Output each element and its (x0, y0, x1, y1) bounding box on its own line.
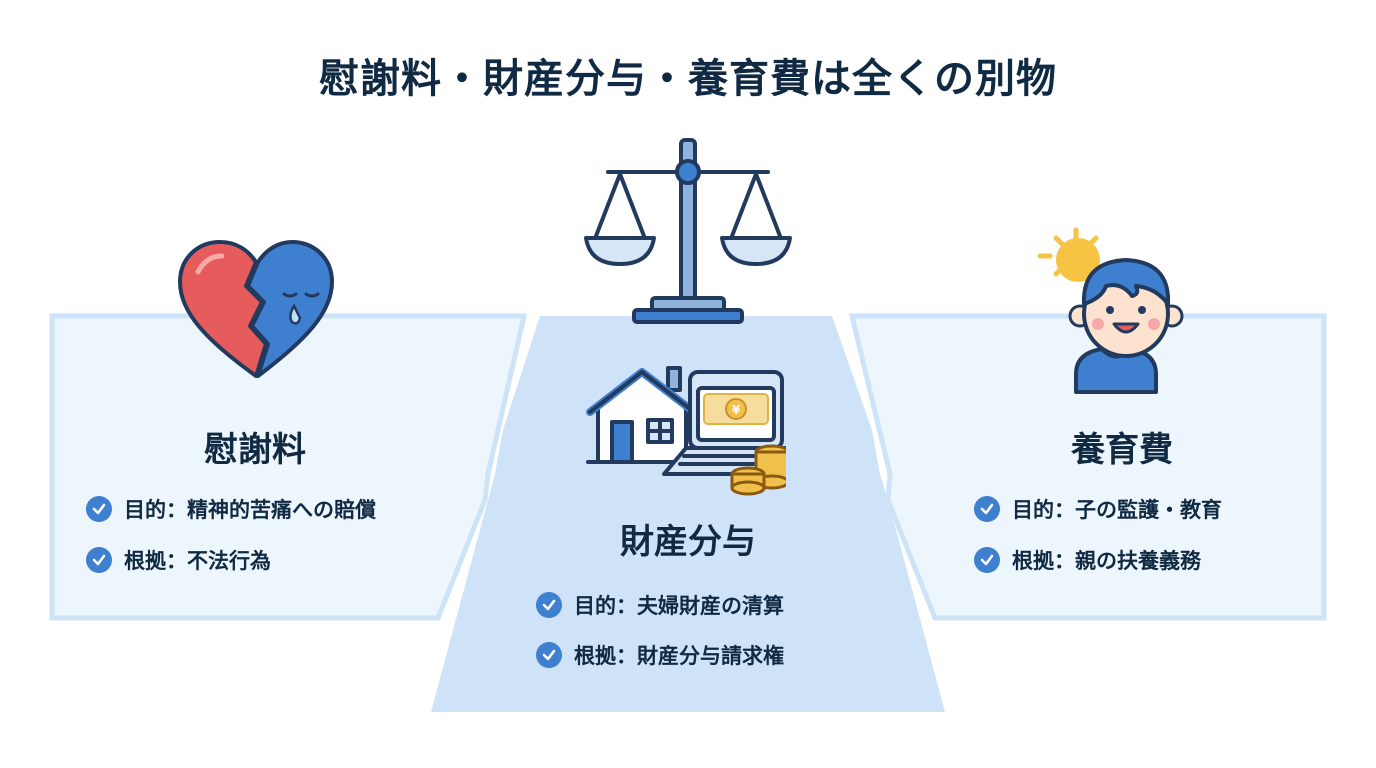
left-panel-title: 慰謝料 (204, 430, 306, 470)
center-panel-title: 財産分与 (620, 522, 756, 562)
left-panel (49, 313, 528, 621)
center-item-basis: 根拠：財産分与請求権 (536, 640, 784, 670)
check-icon (974, 496, 1000, 522)
center-panel (431, 316, 945, 712)
house-and-money-icon: ¥ (586, 366, 786, 496)
check-icon (536, 642, 562, 668)
center-item-purpose-text: 目的：夫婦財産の清算 (574, 594, 784, 618)
check-icon (536, 592, 562, 618)
center-item-basis-text: 根拠：財産分与請求権 (574, 644, 784, 668)
right-item-basis-text: 根拠：親の扶養義務 (1012, 549, 1201, 573)
check-icon (86, 496, 112, 522)
left-item-purpose-text: 目的：精神的苦痛への賠償 (124, 498, 376, 522)
svg-text:¥: ¥ (732, 403, 741, 417)
check-icon (974, 547, 1000, 573)
right-panel (848, 313, 1327, 621)
center-item-purpose: 目的：夫婦財産の清算 (536, 590, 784, 620)
left-item-purpose: 目的：精神的苦痛への賠償 (86, 494, 376, 524)
child-with-sun-icon (1037, 227, 1184, 394)
left-item-basis-text: 根拠：不法行為 (124, 549, 271, 573)
right-item-basis: 根拠：親の扶養義務 (974, 545, 1201, 575)
left-item-basis: 根拠：不法行為 (86, 545, 271, 575)
right-panel-title: 養育費 (1071, 430, 1173, 470)
right-item-purpose: 目的：子の監護・教育 (974, 494, 1222, 524)
broken-heart-icon (178, 240, 334, 378)
balance-scale-icon (584, 138, 792, 324)
right-item-purpose-text: 目的：子の監護・教育 (1012, 498, 1222, 522)
page-title: 慰謝料・財産分与・養育費は全くの別物 (319, 56, 1057, 102)
check-icon (86, 547, 112, 573)
